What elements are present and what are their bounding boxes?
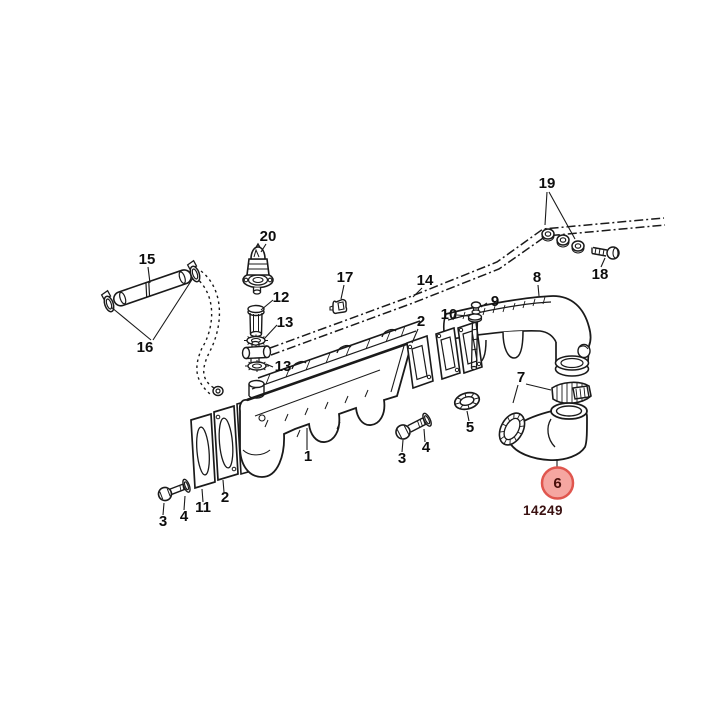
cap-drawing-9 <box>470 301 482 315</box>
water-tube-drawing <box>269 217 666 356</box>
callout-17: 17 <box>337 269 354 286</box>
callout-12: 12 <box>273 289 290 306</box>
callout-3-left: 3 <box>159 513 167 530</box>
callout-4-left: 4 <box>180 508 189 525</box>
callout-15: 15 <box>139 251 156 268</box>
bolt-drawing-left <box>157 478 191 502</box>
drawing-number: 14249 <box>523 503 563 518</box>
callout-18: 18 <box>592 266 609 283</box>
riser-plates-drawing <box>435 320 483 381</box>
stud-drawing-10 <box>467 313 483 371</box>
hose-clamp-ribbed-drawing <box>498 412 526 446</box>
callout-19: 19 <box>539 175 556 192</box>
clip-drawing-17 <box>329 298 348 315</box>
callout-10: 10 <box>441 306 458 323</box>
bolt-drawing-18 <box>591 246 620 260</box>
highlighted-part-number: 6 <box>553 475 561 492</box>
callout-16: 16 <box>137 339 154 356</box>
highlighted-part-6[interactable]: 6 <box>540 459 575 500</box>
callout-13-lower: 13 <box>275 358 292 375</box>
callout-11: 11 <box>195 499 211 516</box>
callout-20: 20 <box>260 228 277 245</box>
callout-1: 1 <box>304 448 312 465</box>
sender-drawing <box>242 242 274 295</box>
gasket-drawing-upper <box>406 334 434 390</box>
gasket-drawing-lower <box>213 404 239 482</box>
leader-lines <box>110 191 606 516</box>
tee-fitting-drawing <box>241 340 272 365</box>
callout-8: 8 <box>533 269 541 286</box>
callout-5: 5 <box>466 419 474 436</box>
callout-3-center: 3 <box>398 450 406 467</box>
callout-2-upper: 2 <box>417 313 425 330</box>
callout-7: 7 <box>517 369 525 386</box>
upper-log-drawing <box>442 295 592 377</box>
bolt-drawing-center <box>395 412 432 440</box>
washers-drawing <box>541 228 585 254</box>
fitting-drawing-12 <box>247 304 265 338</box>
callout-labels: 19 18 15 16 20 17 12 13 13 14 8 9 10 2 7… <box>137 175 609 530</box>
hose-clamp-band-drawing <box>551 381 592 405</box>
callout-14: 14 <box>417 272 434 289</box>
dotted-hose-drawing <box>194 270 224 397</box>
callout-2-lower: 2 <box>221 489 229 506</box>
highlight-circle[interactable] <box>540 466 575 500</box>
hose-drawing <box>100 259 201 313</box>
callout-13-upper: 13 <box>277 314 294 331</box>
star-washer-lower <box>245 360 269 372</box>
grommet-drawing <box>453 391 481 411</box>
callout-9: 9 <box>491 293 499 310</box>
manifold-drawing <box>236 320 421 478</box>
callout-4-center: 4 <box>422 439 431 456</box>
elbow-drawing <box>498 402 588 461</box>
end-plate-drawing-11 <box>190 412 216 490</box>
